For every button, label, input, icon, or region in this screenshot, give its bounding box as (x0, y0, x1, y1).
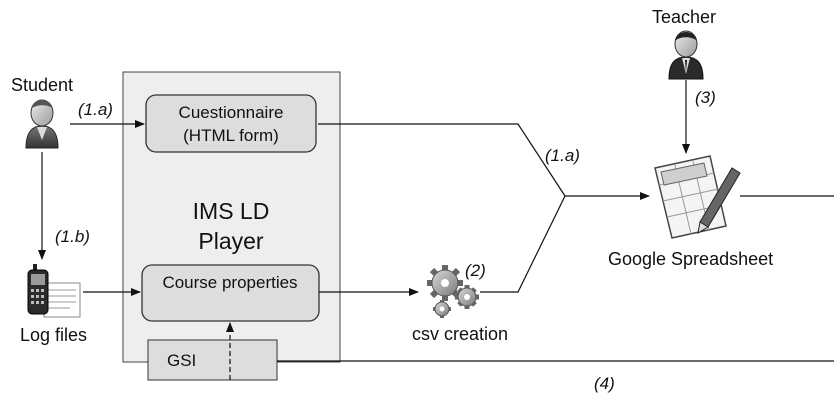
google-spreadsheet-label: Google Spreadsheet (608, 249, 774, 269)
teacher-icon (668, 30, 704, 80)
step-1b-label: (1.b) (55, 227, 90, 246)
step-1a-left-label: (1.a) (78, 100, 113, 119)
log-files-label: Log files (20, 325, 88, 345)
document-icon (43, 282, 81, 318)
gears-icon (427, 265, 479, 318)
step-2-label: (2) (465, 261, 486, 280)
step-4-label: (4) (594, 374, 615, 393)
teacher-label: Teacher (652, 7, 717, 27)
questionnaire-label: Cuestionnaire (HTML form) (178, 103, 284, 145)
questionnaire-box (145, 94, 317, 153)
phone-icon (27, 264, 49, 315)
step-1a-right-label: (1.a) (545, 146, 580, 165)
ims-ld-player-label: IMS LD Player (192, 198, 270, 254)
line-csv-to-merge (480, 195, 566, 293)
student-label: Student (11, 75, 74, 95)
course-properties-box (141, 264, 320, 322)
gsi-box (147, 339, 278, 381)
user-icon (25, 99, 59, 149)
csv-creation-label: csv creation (412, 324, 509, 344)
course-properties-label: Course properties (162, 273, 298, 292)
gsi-label: GSI (167, 351, 197, 370)
step-3-label: (3) (695, 88, 716, 107)
line-questionnaire-to-merge (318, 123, 566, 197)
spreadsheet-icon (654, 155, 741, 239)
